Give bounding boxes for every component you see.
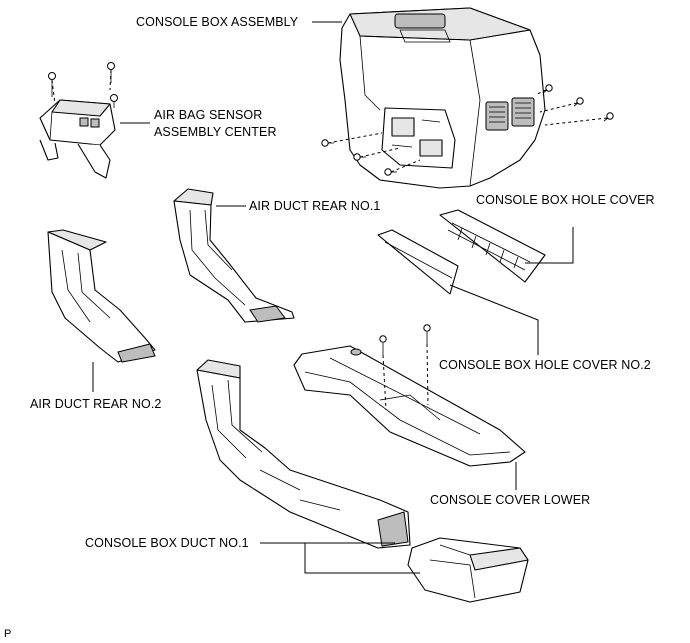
bolt-right-3 <box>603 112 614 122</box>
console-box-hole-cover-drawing <box>439 209 546 283</box>
rear-vent-left <box>485 101 509 131</box>
label-console-box-duct-no1: CONSOLE BOX DUCT NO.1 <box>85 536 249 550</box>
label-console-box-hole-cover: CONSOLE BOX HOLE COVER <box>476 193 655 207</box>
sensor-bolt-1 <box>48 72 56 97</box>
air-bag-sensor-drawing <box>39 99 116 179</box>
sensor-bolt-3 <box>110 94 118 108</box>
bolt-right-2 <box>573 97 584 107</box>
leader-console-box-duct-no1 <box>260 542 420 574</box>
label-console-box-assembly: CONSOLE BOX ASSEMBLY <box>136 15 299 29</box>
air-duct-rear-no1-drawing <box>173 188 295 323</box>
console-cover-lower-drawing <box>293 345 526 467</box>
console-box-assembly-drawing <box>339 7 546 189</box>
air-duct-rear-no2-drawing <box>47 229 156 363</box>
label-air-duct-rear-no1: AIR DUCT REAR NO.1 <box>249 199 381 213</box>
label-console-box-hole-cover-no2: CONSOLE BOX HOLE COVER NO.2 <box>439 358 651 372</box>
console-box-duct-end-drawing <box>407 537 529 603</box>
cover-lower-bolt-1 <box>379 335 387 355</box>
console-box-duct-no1-drawing <box>196 359 411 549</box>
cover-lower-bolt-2 <box>423 324 431 344</box>
console-box-hole-cover-no2-drawing <box>377 229 459 295</box>
bolt-right-1 <box>542 84 553 94</box>
rear-vent-right <box>511 97 535 127</box>
figure-code: P <box>4 628 12 640</box>
leader-console-box-hole-cover <box>525 227 574 264</box>
leader-console-box-hole-cover-no2 <box>449 284 539 355</box>
bolt-left-1 <box>321 139 334 147</box>
label-air-bag-sensor-line2: ASSEMBLY CENTER <box>154 125 277 139</box>
label-air-bag-sensor-line1: AIR BAG SENSOR <box>154 108 263 122</box>
label-air-duct-rear-no2: AIR DUCT REAR NO.2 <box>30 397 162 411</box>
label-console-cover-lower: CONSOLE COVER LOWER <box>430 493 591 507</box>
